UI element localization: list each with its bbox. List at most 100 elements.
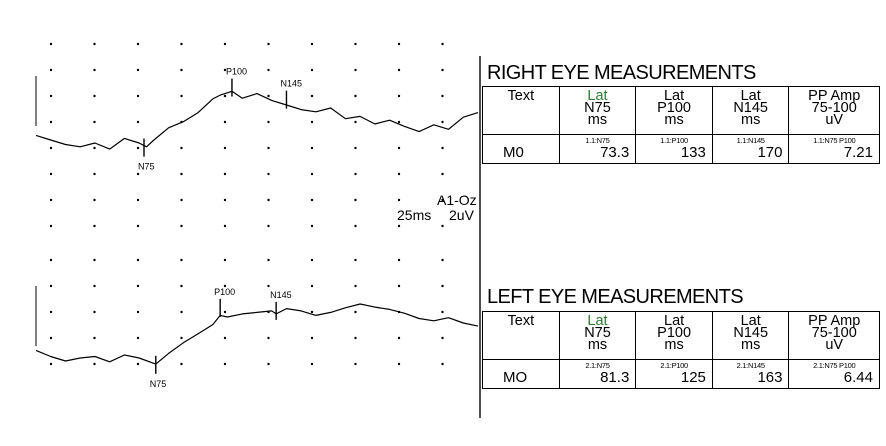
grid-dot: [93, 310, 96, 314]
right-eye-waveform-line: [35, 90, 479, 150]
grid-dot: [267, 146, 270, 150]
grid-dot: [397, 146, 401, 150]
grid-dot: [49, 336, 53, 340]
grid-dot: [310, 198, 314, 202]
grid-dot: [93, 258, 96, 262]
grid-dot: [354, 146, 357, 150]
right-eye-measurements-title: RIGHT EYE MEASUREMENTS: [487, 62, 756, 84]
left-eye-waveform-line: [35, 303, 479, 365]
grid-dot: [49, 258, 53, 262]
grid-dot: [223, 198, 227, 202]
grid-dot: [49, 362, 53, 366]
grid-dot: [93, 362, 96, 366]
grid-dot: [267, 172, 270, 176]
grid-dot: [180, 94, 183, 98]
grid-dot: [93, 120, 96, 124]
grid-dot: [223, 310, 227, 314]
grid-dot: [180, 284, 183, 288]
grid-dot: [223, 146, 227, 150]
grid-dot: [136, 120, 140, 124]
grid-dot: [354, 310, 357, 314]
grid-dot: [310, 362, 314, 366]
right-eye-peak-label: N75: [138, 162, 155, 172]
grid-dot: [441, 198, 444, 202]
grid-dot: [180, 42, 183, 46]
grid-dot: [267, 198, 270, 202]
grid-dot: [354, 224, 357, 228]
grid-dot: [180, 258, 183, 262]
grid-dot: [441, 224, 444, 228]
grid-dot: [397, 172, 401, 176]
grid-dot: [223, 42, 227, 46]
grid-dot: [441, 172, 444, 176]
grid-dot: [93, 336, 96, 340]
grid-dot: [49, 172, 53, 176]
grid-dot: [267, 120, 270, 124]
grid-dot: [93, 198, 96, 202]
grid-dot: [93, 146, 96, 150]
grid-dot: [310, 94, 314, 98]
grid-dot: [397, 336, 401, 340]
header-text: Text: [482, 86, 560, 135]
grid-dot: [223, 362, 227, 366]
right-eye-peak-label: P100: [226, 67, 247, 77]
grid-dot: [49, 42, 53, 46]
right-eye-peak-label: N145: [280, 79, 302, 89]
grid-dot: [354, 68, 357, 72]
grid-dot: [93, 42, 96, 46]
grid-dot: [310, 68, 314, 72]
grid-dot: [49, 68, 53, 72]
grid-dot: [310, 336, 314, 340]
grid-dot: [136, 146, 140, 150]
grid-dot: [397, 42, 401, 46]
grid-dot: [267, 336, 270, 340]
grid-dot: [136, 336, 140, 340]
grid-dot: [397, 224, 401, 228]
grid-dot: [310, 258, 314, 262]
grid-dot: [180, 310, 183, 314]
grid-dot: [397, 284, 401, 288]
grid-dot: [180, 198, 183, 202]
grid-dot: [441, 362, 444, 366]
grid-dot: [310, 42, 314, 46]
grid-dot: [267, 94, 270, 98]
grid-dot: [223, 120, 227, 124]
grid-dot: [136, 284, 140, 288]
grid-dot: [136, 224, 140, 228]
amplitude-scale-label: 2uV: [449, 207, 474, 223]
grid-dot: [49, 284, 53, 288]
grid-dot: [49, 310, 53, 314]
grid-dot: [267, 42, 270, 46]
grid-dot: [441, 310, 444, 314]
grid-dot: [93, 172, 96, 176]
grid-dot: [223, 94, 227, 98]
grid-dot: [310, 120, 314, 124]
grid-dot: [136, 310, 140, 314]
grid-dot: [223, 336, 227, 340]
grid-dot: [136, 68, 140, 72]
left-eye-peak-label: P100: [214, 287, 235, 297]
grid-dot: [441, 284, 444, 288]
grid-dot: [223, 224, 227, 228]
grid-dot: [136, 172, 140, 176]
grid-dot: [441, 336, 444, 340]
grid-dot: [180, 172, 183, 176]
left-eye-peak-label: N75: [150, 379, 167, 389]
grid-dot: [354, 42, 357, 46]
grid-dot: [441, 146, 444, 150]
grid-dot: [267, 258, 270, 262]
grid-dot: [49, 146, 53, 150]
grid-dot: [267, 224, 270, 228]
